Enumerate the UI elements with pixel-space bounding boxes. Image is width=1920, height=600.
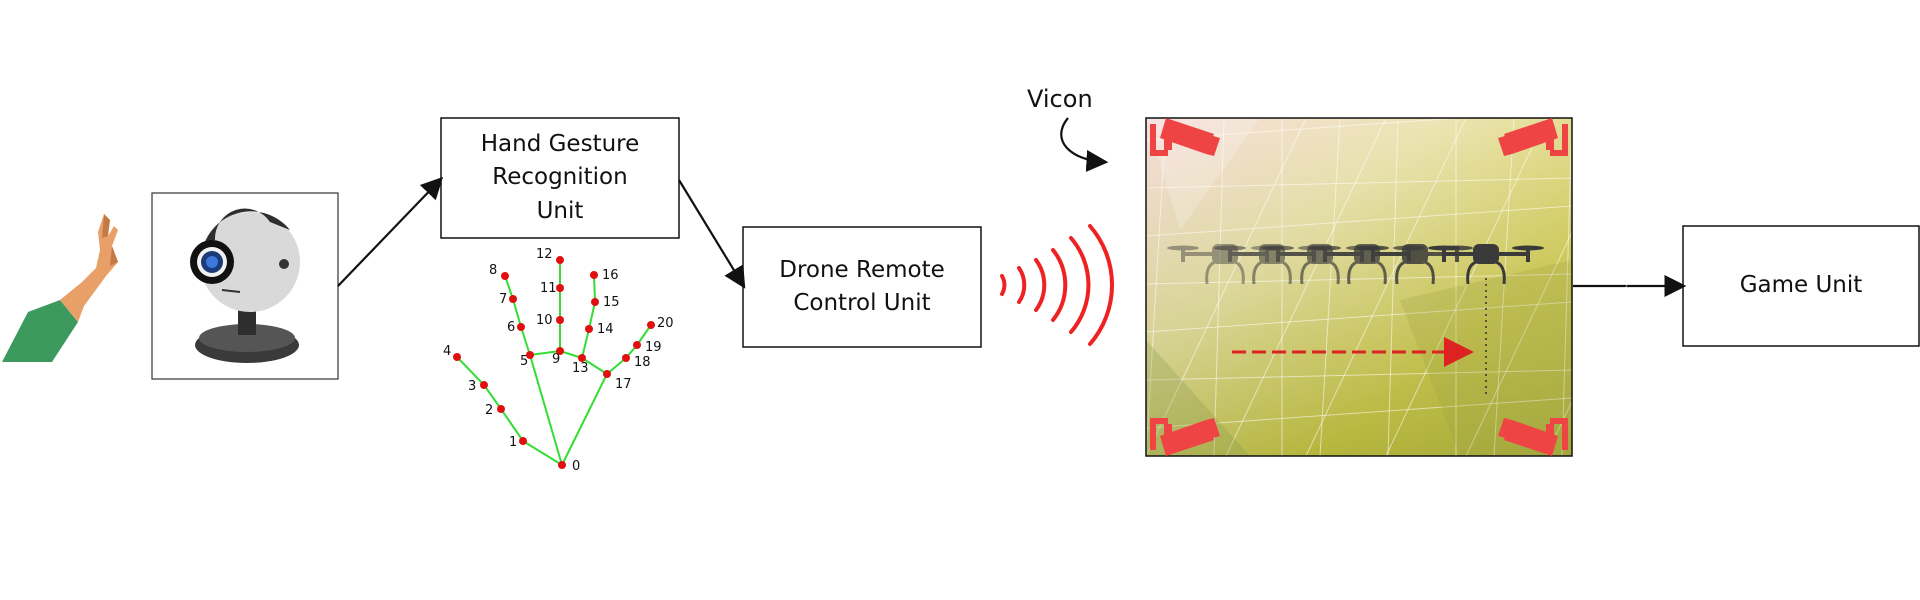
game-unit-label: Game Unit bbox=[1739, 272, 1863, 299]
hand-keypoint bbox=[497, 405, 505, 413]
keypoint-label: 3 bbox=[468, 379, 476, 394]
hand-keypoint bbox=[603, 370, 611, 378]
keypoint-label: 10 bbox=[536, 313, 553, 328]
security-camera-icon bbox=[1150, 118, 1220, 156]
hand-keypoint bbox=[633, 341, 641, 349]
hand-keypoint bbox=[517, 323, 525, 331]
drone-formation bbox=[1167, 244, 1544, 285]
hand-keypoint bbox=[578, 354, 586, 362]
hand-keypoint bbox=[556, 316, 564, 324]
keypoint-label: 13 bbox=[572, 361, 589, 376]
hand-keypoint bbox=[558, 461, 566, 469]
skeleton-bone bbox=[500, 408, 524, 442]
skeleton-bone bbox=[606, 357, 627, 375]
hand-keypoint bbox=[647, 321, 655, 329]
skeleton-bone bbox=[529, 350, 561, 356]
keypoint-label: 19 bbox=[645, 340, 662, 355]
hgr-unit-label: Hand Gesture Recognition Unit bbox=[480, 130, 640, 224]
hand-keypoint bbox=[526, 351, 534, 359]
keypoint-label: 14 bbox=[597, 322, 614, 337]
skeleton-bone bbox=[561, 373, 608, 466]
wireless-signal-icon bbox=[1000, 224, 1114, 346]
hand-keypoint bbox=[509, 295, 517, 303]
hand-keypoint bbox=[590, 271, 598, 279]
webcam-icon bbox=[190, 208, 300, 363]
hand-keypoint bbox=[556, 256, 564, 264]
hand-keypoint bbox=[501, 272, 509, 280]
skeleton-bone bbox=[512, 298, 522, 328]
keypoint-label: 7 bbox=[499, 292, 507, 307]
skeleton-bone bbox=[520, 326, 531, 356]
vicon-label: Vicon bbox=[1027, 85, 1093, 113]
hgr-unit-box: Hand Gesture Recognition Unit bbox=[441, 118, 679, 238]
keypoint-label: 17 bbox=[615, 377, 632, 392]
keypoint-label: 4 bbox=[443, 344, 451, 359]
keypoint-label: 8 bbox=[489, 263, 497, 278]
hand-keypoint bbox=[591, 298, 599, 306]
keypoint-label: 11 bbox=[540, 281, 557, 296]
skeleton-bone bbox=[483, 384, 502, 410]
security-camera-icon bbox=[1498, 418, 1568, 456]
keypoint-label: 20 bbox=[657, 316, 674, 331]
hand-keypoint bbox=[556, 347, 564, 355]
hand-keypoint bbox=[622, 354, 630, 362]
keypoint-label: 16 bbox=[602, 268, 619, 283]
waving-hand-icon bbox=[2, 214, 118, 362]
keypoint-label: 15 bbox=[603, 295, 620, 310]
security-camera-icon bbox=[1498, 118, 1568, 156]
keypoint-label: 9 bbox=[552, 352, 560, 367]
skeleton-bone bbox=[636, 324, 652, 346]
skeleton-bone bbox=[456, 356, 485, 386]
security-camera-icon bbox=[1150, 418, 1220, 456]
hand-keypoint bbox=[585, 325, 593, 333]
skeleton-bone bbox=[593, 274, 596, 303]
skeleton-bone bbox=[581, 328, 590, 359]
hand-keypoint bbox=[480, 381, 488, 389]
keypoint-label: 5 bbox=[520, 354, 528, 369]
skeleton-bone bbox=[504, 275, 514, 300]
vicon-arrow bbox=[1060, 117, 1109, 172]
keypoint-label: 0 bbox=[572, 459, 580, 474]
keypoint-label: 2 bbox=[485, 403, 493, 418]
game-unit-box: Game Unit bbox=[1683, 226, 1919, 346]
vicon-arena bbox=[1145, 109, 1707, 457]
hand-keypoint bbox=[556, 284, 564, 292]
skeleton-bone bbox=[581, 357, 608, 375]
arrow-hgr-to-drone-remote bbox=[678, 179, 746, 289]
keypoint-label: 12 bbox=[536, 247, 553, 262]
skeleton-bone bbox=[529, 354, 563, 466]
skeleton-bone bbox=[522, 440, 563, 466]
keypoint-label: 1 bbox=[509, 435, 517, 450]
hand-keypoint bbox=[519, 437, 527, 445]
drone-remote-box: Drone Remote Control Unit bbox=[743, 227, 981, 347]
arrow-webcam-to-hgr bbox=[337, 176, 444, 287]
drone-remote-label: Drone Remote Control Unit bbox=[779, 256, 945, 316]
keypoint-label: 18 bbox=[634, 355, 651, 370]
hand-keypoint bbox=[453, 353, 461, 361]
skeleton-bone bbox=[588, 301, 596, 330]
keypoint-label: 6 bbox=[507, 320, 515, 335]
drone-icon bbox=[1428, 244, 1544, 285]
vicon-cameras bbox=[1150, 118, 1568, 456]
